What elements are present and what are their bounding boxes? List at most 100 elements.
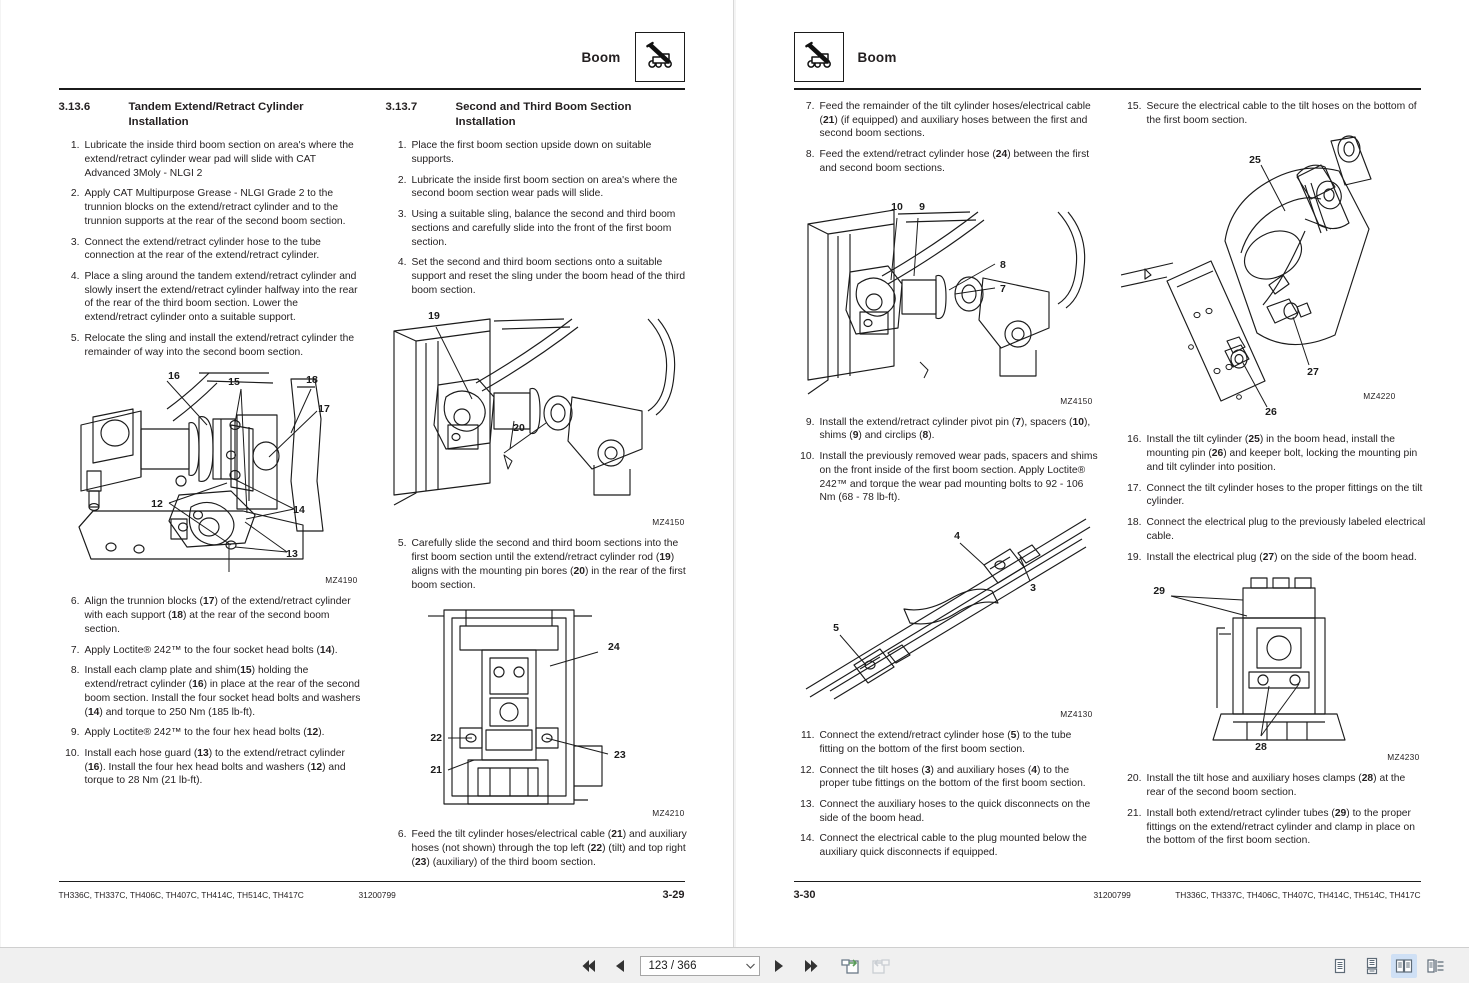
list-text: Apply CAT Multipurpose Grease - NLGI Gra… (84, 188, 346, 227)
figure-mz4220: 25 27 26 MZ4220 (1120, 135, 1426, 423)
steps-list-3-13-6-top: 1.Lubricate the inside third boom sectio… (59, 139, 364, 359)
next-page-button[interactable] (769, 955, 791, 977)
list-marker: 6. (397, 829, 407, 841)
figure-callout: 10 (891, 201, 903, 213)
list-text: Feed the tilt cylinder hoses/electrical … (411, 829, 687, 868)
list-marker: 18. (1127, 517, 1142, 529)
figure-callout: 19 (428, 310, 440, 322)
figure-callout: 22 (430, 732, 442, 744)
book-view-button[interactable] (1423, 954, 1449, 978)
list-text: Carefully slide the second and third boo… (411, 538, 686, 591)
figure-callout: 21 (430, 764, 442, 776)
list-marker: 8. (70, 665, 80, 677)
list-text: Feed the extend/retract cylinder hose (2… (819, 149, 1090, 174)
page-right: Boom 7.Feed the remainder of the tilt cy… (735, 0, 1469, 947)
steps-list-right2-top: 15.Secure the electrical cable to the ti… (1121, 100, 1426, 127)
column-left-2: 3.13.7 Second and Third Boom Section Ins… (386, 100, 691, 877)
list-marker: 19. (1127, 551, 1142, 563)
column-right-1: 7.Feed the remainder of the tilt cylinde… (794, 100, 1099, 877)
list-marker: 8. (805, 149, 815, 161)
list-text: Lubricate the inside third boom section … (84, 140, 354, 179)
steps-list-right2-bottom: 20.Install the tilt hose and auxiliary h… (1121, 772, 1426, 848)
figure-callout: 29 (1153, 585, 1165, 597)
figure-mz4130: 4 3 5 MZ4130 (794, 513, 1099, 719)
toolbar-view-modes (1327, 953, 1449, 978)
list-marker: 4. (397, 257, 407, 269)
list-text: Connect the tilt hoses (3) and auxiliary… (819, 764, 1086, 790)
page-number-select[interactable]: 123 / 366 (639, 955, 760, 976)
footer-page-number: 3-29 (662, 889, 685, 901)
footer-doc-number: 31200799 (358, 890, 396, 900)
footer-models: TH336C, TH337C, TH406C, TH407C, TH414C, … (1175, 890, 1421, 900)
figure-code: MZ4150 (1060, 395, 1093, 406)
single-page-view-button[interactable] (1327, 954, 1353, 978)
insert-page-button[interactable] (870, 955, 892, 977)
list-text: Connect the extend/retract cylinder hose… (819, 730, 1072, 755)
figure-callout: 3 (1030, 582, 1036, 594)
previous-page-button[interactable] (609, 955, 631, 977)
figure-callout: 27 (1307, 366, 1319, 378)
figure-callout: 8 (1000, 259, 1006, 271)
telehandler-boom-icon (634, 32, 685, 82)
page-left: Boom (0, 0, 734, 947)
figure-callout: 9 (919, 201, 925, 213)
steps-list-right-top: 7.Feed the remainder of the tilt cylinde… (794, 100, 1099, 176)
extract-page-button[interactable] (839, 955, 861, 977)
figure-code: MZ4150 (652, 517, 685, 528)
header-title: Boom (581, 49, 621, 65)
list-item: 13.Connect the auxiliary hoses to the qu… (794, 798, 1099, 825)
list-item: 5.Carefully slide the second and third b… (386, 537, 691, 592)
section-heading-3-13-7: 3.13.7 Second and Third Boom Section Ins… (386, 100, 691, 130)
list-text: Install the electrical plug (27) on the … (1146, 551, 1417, 563)
list-marker: 5. (70, 332, 80, 344)
section-title: Tandem Extend/Retract Cylinder Installat… (128, 101, 304, 129)
list-text: Connect the extend/retract cylinder hose… (84, 236, 321, 262)
list-text: Connect the electrical plug to the previ… (1146, 517, 1426, 542)
section-heading-3-13-6: 3.13.6 Tandem Extend/Retract Cylinder In… (59, 100, 364, 130)
figure-callout: 4 (954, 530, 960, 542)
list-marker: 15. (1127, 101, 1142, 112)
figure-code: MZ4210 (652, 808, 685, 819)
list-item: 8. Feed the extend/retract cylinder hose … (794, 148, 1099, 175)
list-item: 5.Relocate the sling and install the ext… (59, 332, 364, 359)
figure-callout: 20 (513, 422, 525, 434)
page-footer-left: TH336C, TH337C, TH406C, TH407C, TH414C, … (58, 881, 685, 903)
last-page-button[interactable] (800, 955, 822, 977)
list-item: 6. Feed the tilt cylinder hoses/electrica… (386, 828, 691, 869)
list-marker: 3. (70, 236, 80, 248)
footer-page-number: 3-30 (793, 889, 816, 901)
continuous-view-button[interactable] (1359, 954, 1385, 978)
list-item: 7.Feed the remainder of the tilt cylinde… (794, 100, 1099, 141)
list-text: Place the first boom section upside down… (411, 140, 652, 165)
figure-callout: 26 (1265, 406, 1277, 417)
figure-mz4210: 24 22 21 23 MZ4210 (386, 600, 691, 818)
list-marker: 9. (805, 416, 815, 428)
list-text: Install the tilt cylinder (25) in the bo… (1146, 434, 1418, 473)
steps-list-3-13-7-top: 1. Place the first boom section upside do… (386, 139, 691, 297)
chevron-down-icon[interactable] (745, 960, 755, 972)
figure-callout: 7 (1000, 283, 1006, 295)
list-item: 1.Lubricate the inside third boom sectio… (59, 139, 364, 180)
list-marker: 20. (1127, 773, 1142, 785)
page-number-value: 123 / 366 (648, 959, 697, 972)
list-marker: 2. (397, 174, 407, 186)
two-page-view-button[interactable] (1391, 953, 1417, 978)
figure-callout: 15 (228, 376, 240, 388)
figure-mz4190: 16 15 18 17 14 12 13 MZ4190 (59, 367, 364, 585)
list-item: 3. Connect the extend/retract cylinder ho… (59, 236, 364, 263)
document-viewport[interactable]: Boom (0, 0, 1469, 947)
figure-code: MZ4190 (325, 575, 358, 586)
list-item: 7.Apply Loctite® 242™ to the four socket… (59, 644, 364, 658)
list-item: 3.Using a suitable sling, balance the se… (386, 208, 691, 249)
list-text: Connect the electrical cable to the plug… (819, 833, 1087, 859)
list-text: Apply Loctite® 242™ to the four socket h… (84, 644, 338, 656)
page-footer-right: 3-30 31200799 TH336C, TH337C, TH406C, TH… (793, 881, 1421, 903)
figure-callout: 16 (168, 370, 180, 382)
list-text: Set the second and third boom sections o… (411, 257, 686, 296)
list-marker: 1. (397, 140, 407, 152)
first-page-button[interactable] (578, 955, 600, 977)
page-columns-right: 7.Feed the remainder of the tilt cylinde… (794, 100, 1425, 877)
figure-code: MZ4130 (1060, 709, 1093, 720)
figure-code: MZ4230 (1387, 752, 1420, 763)
list-marker: 14. (800, 833, 815, 845)
